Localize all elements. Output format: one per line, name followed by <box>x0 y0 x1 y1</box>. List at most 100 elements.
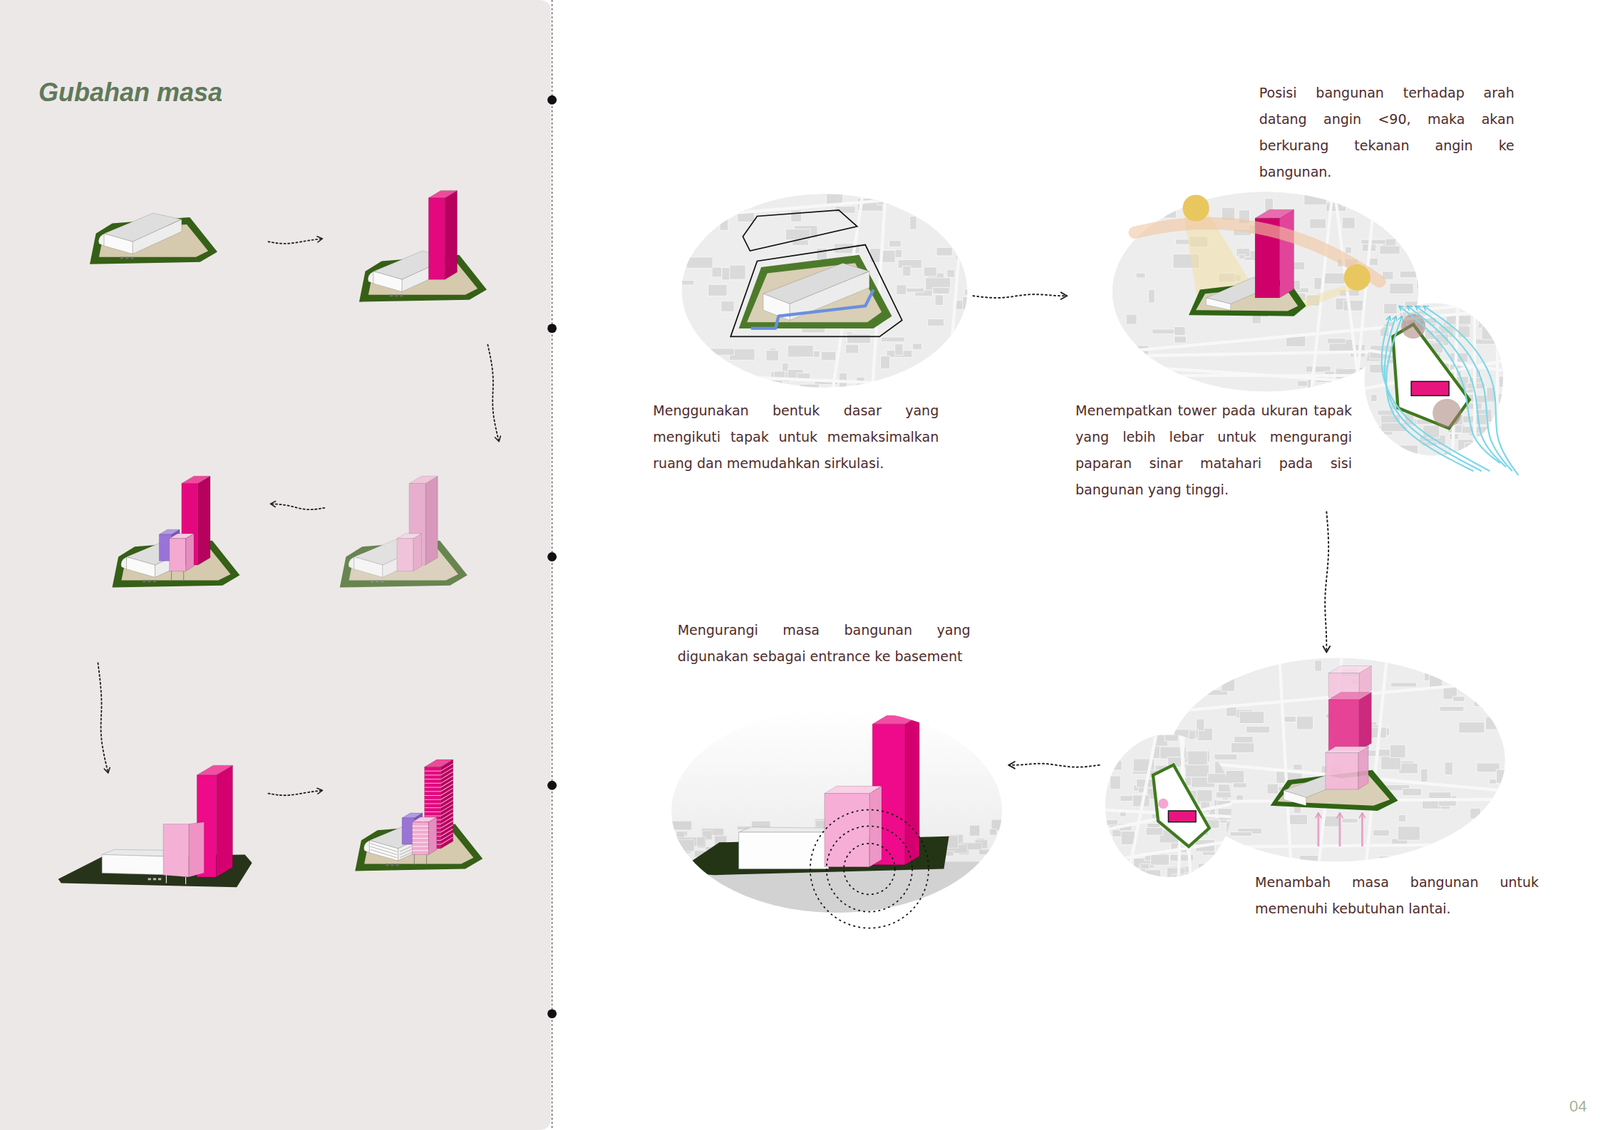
city-block <box>1389 283 1414 295</box>
tower-stripe <box>424 791 442 792</box>
city-block <box>936 247 953 256</box>
city-block <box>1225 770 1245 784</box>
city-block <box>1164 207 1176 219</box>
city-block <box>1343 300 1364 311</box>
city-block <box>1284 716 1297 723</box>
city-block <box>881 337 906 343</box>
city-block <box>1169 385 1188 397</box>
city-block <box>1146 827 1164 836</box>
city-block <box>1361 239 1387 244</box>
tower-top <box>181 476 211 484</box>
added-mass <box>1328 692 1372 752</box>
city-block <box>1384 303 1398 315</box>
massing-sketch <box>111 476 240 588</box>
city-block <box>1381 756 1402 770</box>
city-block <box>1296 716 1313 730</box>
city-block <box>1453 696 1466 702</box>
pink-block-front <box>163 824 189 878</box>
city-block <box>685 345 708 350</box>
city-block <box>1327 338 1346 344</box>
city-block <box>721 301 735 313</box>
growth-arrow <box>1338 813 1341 847</box>
tower-stripe <box>424 774 442 776</box>
city-block <box>1188 730 1196 740</box>
entrance-mark <box>389 295 393 298</box>
tower-stripe <box>424 803 442 804</box>
city-block <box>1464 443 1479 452</box>
tower-stripe <box>441 825 454 833</box>
city-block <box>1217 784 1241 793</box>
facade-stripe <box>411 838 429 839</box>
city-block <box>947 835 959 849</box>
facade-stripe <box>411 842 429 844</box>
city-block <box>1473 697 1499 707</box>
city-block <box>1314 277 1323 290</box>
city-block <box>1128 345 1149 358</box>
city-block <box>1221 677 1236 692</box>
city-block <box>1421 768 1429 782</box>
city-block <box>1370 394 1377 402</box>
city-block <box>1169 877 1188 884</box>
pilotis <box>171 571 172 582</box>
city-block <box>1500 405 1519 414</box>
city-block <box>1379 856 1390 863</box>
caption-text: Menambah masa bangunan untuk memenuhi ke… <box>1255 869 1539 923</box>
tower-side <box>198 476 211 566</box>
circulation-path <box>751 290 874 329</box>
entrance-mark <box>158 878 162 881</box>
road <box>1128 734 1157 878</box>
entrance-mass-top <box>824 786 882 794</box>
city-block <box>1112 218 1127 223</box>
city-block <box>1390 203 1405 211</box>
site-outline <box>730 245 903 338</box>
growth-arrow <box>1317 813 1320 847</box>
city-block <box>923 267 937 277</box>
pilotis <box>414 855 415 866</box>
tower-stripe <box>424 816 442 817</box>
city-block <box>964 289 986 296</box>
caption-panel: Menggunakan bentuk dasar yang mengikuti … <box>649 193 968 480</box>
pink-block <box>411 817 437 856</box>
city-block <box>1445 842 1472 853</box>
city-block <box>1470 808 1481 819</box>
city-block <box>766 350 779 362</box>
separator-dot <box>547 323 557 333</box>
pink-block-side <box>428 817 437 856</box>
sequence-arrow <box>97 662 108 774</box>
entrance-mass-side <box>869 786 882 867</box>
pink-block <box>169 533 194 572</box>
city-block <box>1174 336 1187 343</box>
city-block <box>1484 307 1506 317</box>
podium-front <box>1283 790 1306 806</box>
city-block <box>979 849 1004 855</box>
tower-front <box>428 198 445 281</box>
road <box>681 193 968 218</box>
city-block <box>773 371 785 379</box>
city-block <box>686 257 713 269</box>
city-block <box>962 296 989 310</box>
city-block <box>1214 754 1238 760</box>
city-block <box>969 825 980 836</box>
sun-path <box>1134 223 1380 282</box>
podium-front <box>739 832 829 870</box>
city-block <box>941 222 951 236</box>
tower-stripe <box>441 792 454 800</box>
city-block <box>1214 761 1236 775</box>
city-block <box>1126 314 1137 325</box>
tower-stripe <box>424 771 442 772</box>
city-block <box>719 218 729 231</box>
site-outline <box>742 210 857 251</box>
entrance-mark <box>142 580 146 583</box>
entrance-radius <box>826 826 913 912</box>
city-block <box>1309 218 1327 229</box>
city-block <box>710 348 735 355</box>
city-block <box>729 265 746 280</box>
city-block <box>1501 369 1516 375</box>
entrance-mark <box>148 580 152 583</box>
road <box>681 166 968 198</box>
caption-text: Mengurangi masa bangunan yang digunakan … <box>677 617 971 670</box>
podium-curve <box>364 840 370 853</box>
map-vignette <box>681 166 988 397</box>
